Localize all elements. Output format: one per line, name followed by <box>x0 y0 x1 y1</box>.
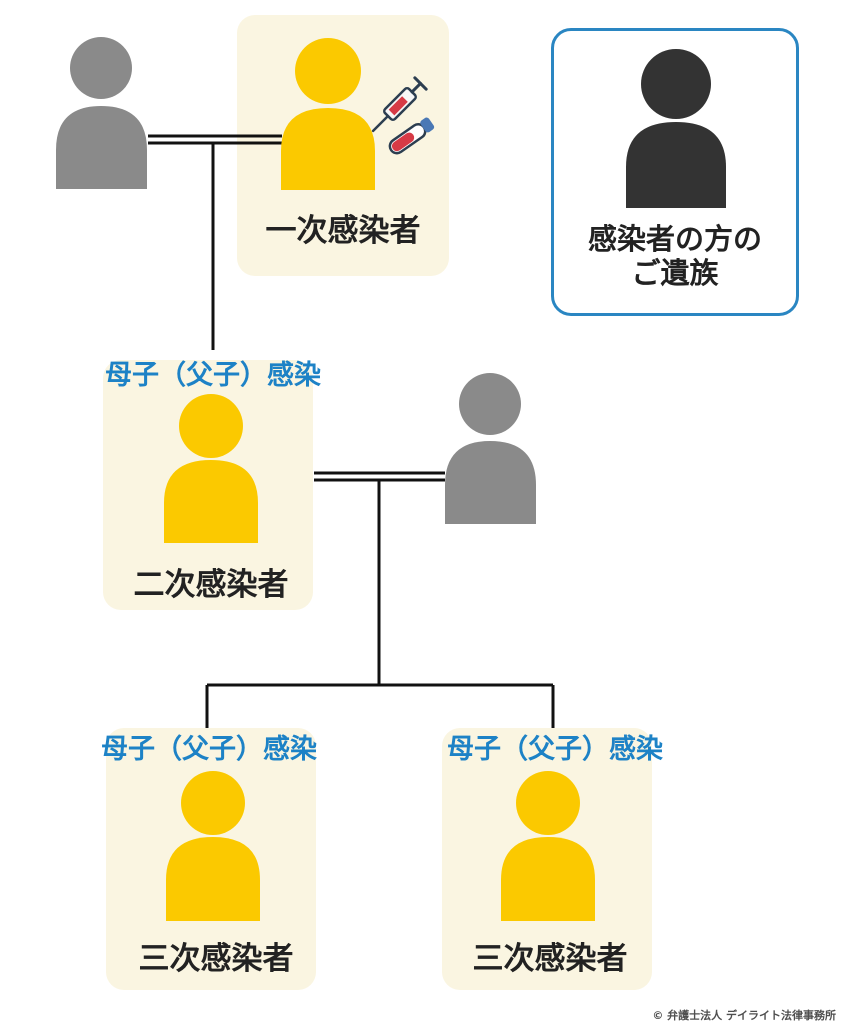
spouse-body-middle <box>445 441 536 524</box>
family-member-body <box>626 122 726 208</box>
secondary-infected-head <box>179 394 243 458</box>
spouse-head-top <box>70 37 132 99</box>
tertiary-infected-head-left <box>181 771 245 835</box>
syringe-and-test-tube-icon <box>371 76 435 155</box>
spouse-person-icon-top <box>56 37 147 189</box>
tertiary-infected-person-icon-left <box>166 771 260 921</box>
syringe-liquid <box>388 96 408 116</box>
tertiary-infected-body-left <box>166 837 260 921</box>
spouse-head-middle <box>459 373 521 435</box>
test-tube-cap <box>420 117 435 133</box>
relation-label-right: 母子（父子）感染 <box>447 734 663 765</box>
syringe-handle <box>413 76 428 91</box>
secondary-infected-person-icon <box>164 394 258 543</box>
spouse-person-icon-middle <box>445 373 536 524</box>
primary-infected-label: 一次感染者 <box>265 213 421 249</box>
tertiary-infected-label-left: 三次感染者 <box>138 941 294 977</box>
tertiary-infected-head-right <box>516 771 580 835</box>
secondary-infected-label: 二次感染者 <box>133 567 289 603</box>
primary-infected-body <box>281 108 375 190</box>
relation-label-top: 母子（父子）感染 <box>105 360 321 391</box>
primary-infected-head <box>295 38 361 104</box>
tertiary-infected-person-icon-right <box>501 771 595 921</box>
tertiary-infected-label-right: 三次感染者 <box>472 941 628 977</box>
family-member-person-icon <box>626 49 726 208</box>
secondary-infected-body <box>164 460 258 543</box>
family-legend-line-1: 感染者の方の <box>587 222 762 256</box>
spouse-body-top <box>56 106 147 189</box>
syringe-needle <box>371 114 390 133</box>
syringe-plunger <box>410 81 423 94</box>
relationship-lines <box>148 134 555 728</box>
family-legend-label: 感染者の方の ご遺族 <box>551 222 799 290</box>
relation-label-left: 母子（父子）感染 <box>101 734 317 765</box>
copyright-label: © 弁護士法人 デイライト法律事務所 <box>652 1009 836 1022</box>
family-member-head <box>641 49 711 119</box>
primary-infected-person-icon <box>281 38 375 190</box>
tertiary-infected-body-right <box>501 837 595 921</box>
family-legend-line-2: ご遺族 <box>631 256 719 291</box>
test-tube-liquid <box>391 132 415 152</box>
